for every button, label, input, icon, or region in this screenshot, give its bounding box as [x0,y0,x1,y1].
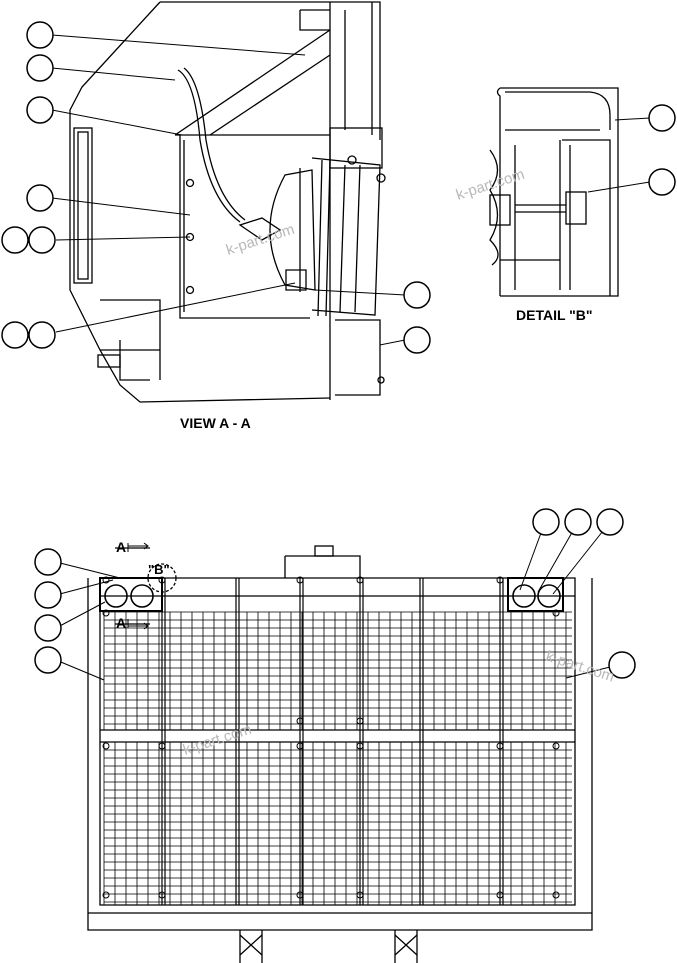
grille-mesh-lines [103,611,572,905]
callout-bubbles [1,21,676,679]
section-a-top-label: A [116,539,126,555]
leader-line [55,561,121,579]
leader-line [379,339,406,346]
bolt [158,742,166,750]
leader-line [55,282,296,333]
section-arrow-bottom [127,619,149,630]
leader-line [51,109,183,136]
bolt [356,891,364,899]
grille-mesh [103,578,572,905]
grille-bar [161,578,166,905]
leader-line [55,579,114,596]
grille-bar [359,578,364,905]
watermark-1: k-part.com [224,221,297,259]
leader-line [587,181,651,193]
callout-bubble [403,326,431,354]
leader-line [55,601,106,629]
detail-b-ref-label: "B" [148,562,170,577]
callout-bubble [34,646,62,674]
bolt [356,717,364,725]
callout-bubble [532,508,560,536]
bolt [102,576,110,584]
callout-bubble [34,581,62,609]
callout-bubble [403,281,431,309]
callout-bubble [608,651,636,679]
bolt [496,891,504,899]
bolt [102,742,110,750]
grille-bar [235,578,240,905]
bolt [296,891,304,899]
grille-bar [499,578,504,905]
callout-bubble [596,508,624,536]
bolt [296,576,304,584]
section-arrow-top [127,542,149,552]
callout-bubble [648,104,676,132]
callout-bubble [1,321,29,349]
leader-line [552,521,611,595]
callout-bubble [26,184,54,212]
leader-line [314,289,406,296]
callout-bubble [564,508,592,536]
callout-bubble [26,96,54,124]
leader-lines [51,34,651,681]
leader-line [614,117,651,121]
view-aa-drawing [69,1,386,403]
leader-line [51,197,191,216]
callout-bubble [1,226,29,254]
callout-bubble [648,168,676,196]
bolt [158,576,166,584]
bolt [552,742,560,750]
leader-line [55,236,191,241]
bolt [552,891,560,899]
bolt [356,742,364,750]
callout-bubble [34,548,62,576]
callout-bubble [26,21,54,49]
leader-line [55,659,105,681]
bolt [356,576,364,584]
leader-line [51,34,306,56]
detail-b-title: DETAIL "B" [516,307,593,323]
callout-bubble [28,226,56,254]
callout-bubble [28,321,56,349]
view-aa-title: VIEW A - A [180,415,251,431]
bolt [296,717,304,725]
bolt [158,891,166,899]
bolt [102,609,110,617]
bolt [296,742,304,750]
bolt [552,609,560,617]
bolt [102,891,110,899]
grille-bar [299,578,304,905]
leader-line [51,67,176,81]
grille-bolts [102,576,560,899]
callout-bubble [34,614,62,642]
grille-drawing [87,545,593,963]
callout-bubble [26,54,54,82]
bolt [496,742,504,750]
detail-b-drawing [489,87,619,297]
section-a-bottom-label: A [116,615,126,631]
grille-bar [419,578,424,905]
bolt [496,576,504,584]
